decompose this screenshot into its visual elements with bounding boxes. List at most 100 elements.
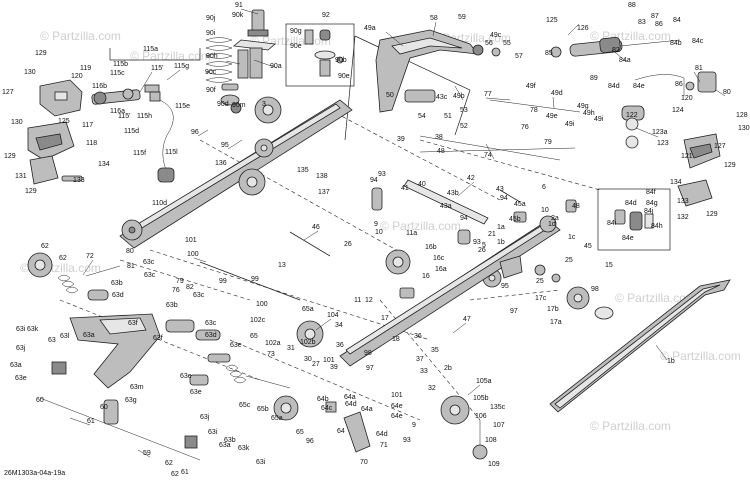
right-small-parts bbox=[399, 199, 614, 320]
callout-label: 60 bbox=[36, 397, 44, 404]
leader-line bbox=[193, 257, 207, 263]
callout-label: 135c bbox=[490, 404, 506, 411]
watermark: © Partzilla.com bbox=[380, 219, 461, 233]
callout-label: 127 bbox=[2, 89, 14, 96]
callout-label: 36 bbox=[414, 333, 422, 340]
callout-label: 63i bbox=[256, 459, 266, 466]
leader-line bbox=[227, 139, 243, 150]
callout-label: 49g bbox=[577, 103, 589, 110]
callout-label: 132 bbox=[677, 214, 689, 221]
callout-label: 93 bbox=[473, 239, 481, 246]
leader-line bbox=[454, 85, 464, 101]
callout-label: 64 bbox=[337, 428, 345, 435]
callout-label: 63b bbox=[224, 437, 236, 444]
callout-label: 53 bbox=[460, 107, 468, 114]
callout-label: 101 bbox=[185, 237, 197, 244]
rear-arm-assembly bbox=[375, 29, 501, 113]
callout-label: 126 bbox=[577, 25, 589, 32]
callout-label: 76 bbox=[521, 124, 529, 131]
callout-label: 48 bbox=[572, 203, 580, 210]
callout-label: 133 bbox=[677, 198, 689, 205]
callout-label: 115b bbox=[113, 61, 128, 68]
front-lower-arm bbox=[51, 265, 231, 389]
leader-line bbox=[715, 89, 726, 97]
callout-label: 101 bbox=[391, 392, 403, 399]
callout-label: 63b bbox=[166, 302, 178, 309]
watermark: © Partzilla.com bbox=[130, 49, 211, 63]
leader-line bbox=[303, 230, 319, 241]
callout-label: 115l bbox=[165, 149, 178, 156]
leader-line bbox=[485, 143, 495, 160]
callout-label: 130 bbox=[738, 125, 750, 132]
callout-label: 74 bbox=[484, 152, 492, 159]
upper-bracket-assembly bbox=[91, 84, 175, 183]
callout-label: 6 bbox=[542, 184, 546, 191]
callout-label: 129 bbox=[35, 50, 47, 57]
callout-label: 90e bbox=[290, 43, 302, 50]
leader-line bbox=[485, 97, 511, 101]
callout-label: 30 bbox=[304, 356, 312, 363]
callout-label: 100 bbox=[187, 251, 199, 258]
callout-label: 25 bbox=[536, 278, 544, 285]
leader-line bbox=[467, 384, 481, 396]
leader-line bbox=[315, 318, 332, 331]
callout-label: 64b bbox=[317, 396, 329, 403]
callout-label: 45b bbox=[509, 216, 521, 223]
callout-label: 45a bbox=[514, 201, 526, 208]
callout-label: 101 bbox=[323, 357, 335, 364]
callout-label: 134 bbox=[670, 179, 682, 186]
callout-label: 64d bbox=[345, 401, 357, 408]
torsion-spring-icon bbox=[225, 364, 291, 389]
callout-label: 42 bbox=[467, 175, 475, 182]
callout-label: 84j bbox=[644, 208, 654, 215]
callout-label: 33 bbox=[420, 368, 428, 375]
callout-label: 1b bbox=[497, 239, 505, 246]
bushing-inset-parts bbox=[614, 209, 654, 231]
callout-label: 62 bbox=[59, 255, 67, 262]
callout-label: 72 bbox=[86, 253, 94, 260]
idler-wheel-icon bbox=[238, 168, 266, 196]
callout-label: 49h bbox=[583, 110, 595, 117]
callout-label: 58 bbox=[430, 15, 438, 22]
callout-label: 63e bbox=[180, 373, 192, 380]
callout-label: 9 bbox=[374, 221, 378, 228]
callout-label: 90g bbox=[290, 28, 302, 35]
leader-line bbox=[457, 181, 475, 197]
callout-label: 115f bbox=[133, 150, 146, 157]
callout-label: 115g bbox=[174, 63, 189, 70]
callout-label: 84f bbox=[646, 189, 656, 196]
callout-label: 2a bbox=[551, 215, 559, 222]
watermark: © Partzilla.com bbox=[615, 291, 696, 305]
idler-wheel-icon bbox=[296, 320, 324, 348]
callout-label: 90j bbox=[206, 15, 216, 22]
callout-label: 36 bbox=[336, 342, 344, 349]
callout-label: 11a bbox=[406, 230, 417, 237]
watermark: © Partzilla.com bbox=[660, 349, 741, 363]
rear-suspension-rail bbox=[339, 215, 561, 367]
callout-label: 131 bbox=[15, 173, 27, 180]
leader-line bbox=[385, 31, 404, 47]
callout-label: 65 bbox=[250, 333, 258, 340]
callout-label: 63b bbox=[111, 280, 123, 287]
callout-label: 65a bbox=[302, 306, 314, 313]
idler-wheel-icon bbox=[440, 395, 470, 425]
callout-label: 21 bbox=[488, 231, 496, 238]
rear-link-64 bbox=[325, 401, 371, 453]
callout-label: 70 bbox=[360, 459, 368, 466]
callout-label: 84h bbox=[651, 223, 663, 230]
callout-label: 10 bbox=[541, 207, 549, 214]
callout-label: 88 bbox=[628, 2, 636, 9]
callout-label: 94 bbox=[370, 177, 378, 184]
callout-label: 62 bbox=[171, 471, 179, 478]
callout-label: 110d bbox=[152, 200, 167, 207]
callout-label: 17b bbox=[547, 306, 559, 313]
leader-line bbox=[432, 21, 437, 37]
leader-line bbox=[225, 60, 241, 65]
callout-label: 64e bbox=[391, 413, 403, 420]
callout-label: 99 bbox=[219, 278, 227, 285]
rear-shock-absorber bbox=[550, 36, 717, 96]
callout-label: 90m bbox=[232, 102, 246, 109]
callout-label: 25 bbox=[565, 257, 573, 264]
callout-label: 2b bbox=[444, 365, 452, 372]
